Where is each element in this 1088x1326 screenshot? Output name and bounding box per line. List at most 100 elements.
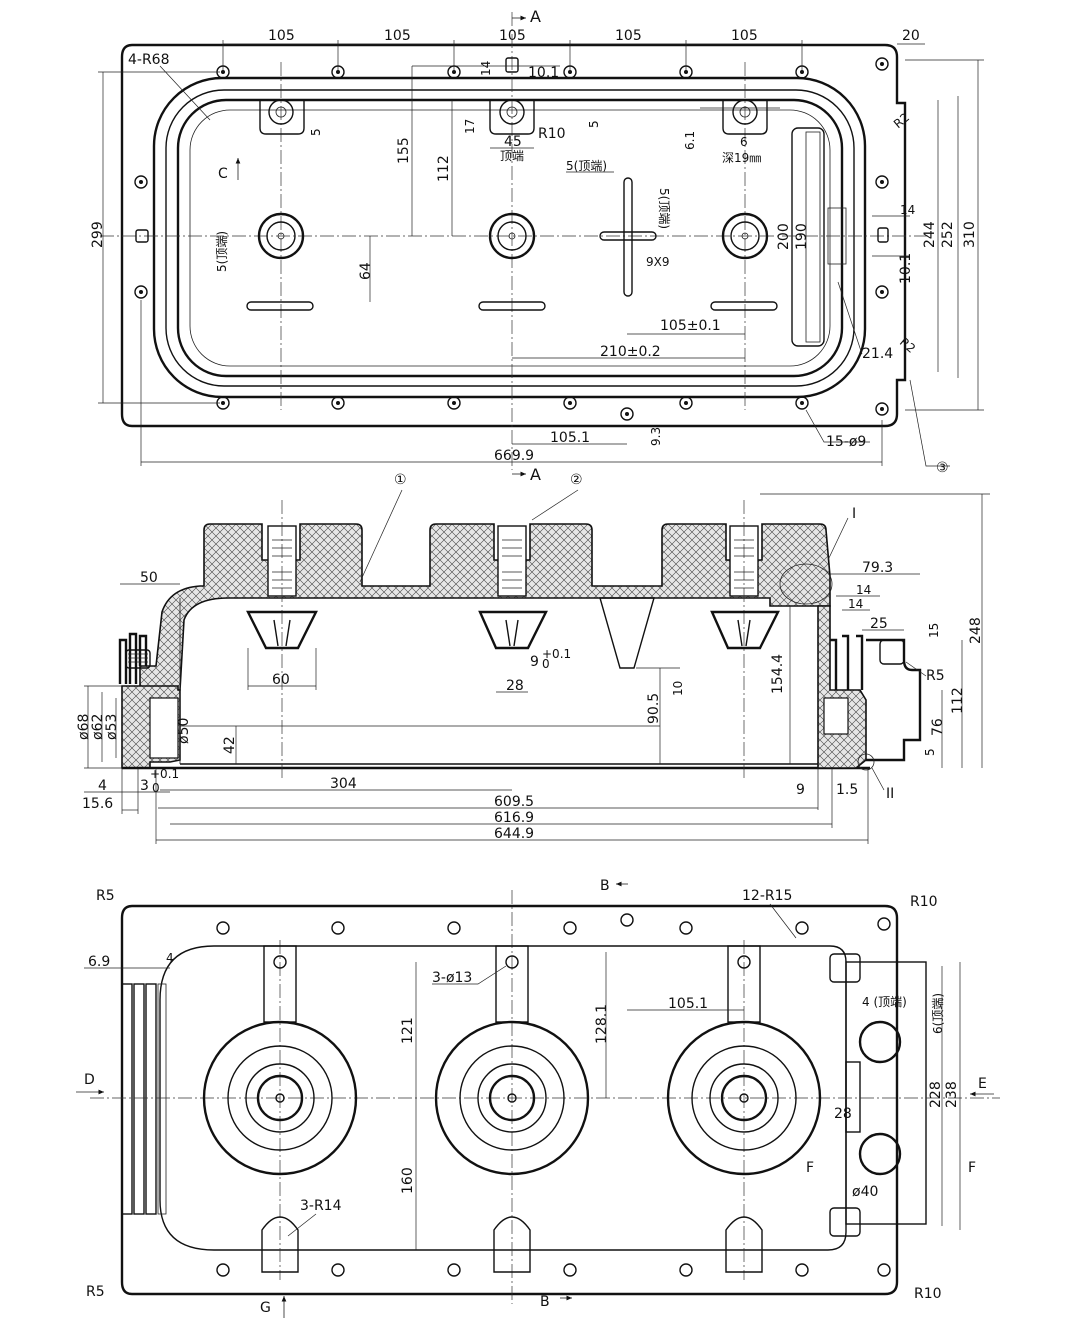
dim-28-bottom: 28 [834,1106,852,1122]
dim-6: 6 [740,135,748,149]
label-5-top-2: 5(顶端) [657,188,671,229]
left-tube-bore [149,697,179,759]
dim-10-1-top: 10.1 [528,65,559,81]
bottom-lugs [261,1216,763,1273]
terminal-inserts [267,500,759,780]
label-i: I [852,506,856,522]
dim-5-left: 5 [309,128,323,136]
dim-105-1-bottom: 105.1 [668,996,708,1012]
circled-2: ② [570,472,583,488]
dim-616-9: 616.9 [494,810,534,826]
right-fin-stack [829,953,927,1237]
dim-609-5: 609.5 [494,794,534,810]
slots [246,301,778,311]
label-c: C [218,166,228,182]
label-5-top-3: 5(顶端) [215,231,229,272]
dim-3-side: 3 [140,778,149,794]
dim-105-01: 105±0.1 [660,318,721,334]
section-label-a-bottom: A [530,465,541,484]
dim-9-bottom: 9 [796,782,805,798]
right-rib [791,127,825,347]
housing-mid-ring [165,89,855,387]
housing-bottom-outline [159,945,847,1251]
dim-r5-side: R5 [926,668,945,684]
label-5-top-1: 5(顶端) [566,159,607,173]
dim-20: 20 [902,28,920,44]
bottom-plate-outline [120,904,899,1296]
view-label-d: D [84,1072,95,1088]
dim-9-tol-upper: +0.1 [542,647,571,661]
dim-76: 76 [930,718,946,736]
dim-d50: ø50 [176,718,192,744]
terminal-bosses [259,99,768,135]
round-bosses [257,212,769,260]
dim-200: 200 [776,223,792,250]
dim-50: 50 [140,570,158,586]
dim-121: 121 [400,1017,416,1044]
dim-105-1: 105 [268,28,295,44]
label-depth-19: 深19㎜ [722,151,761,165]
cross-rib [599,177,657,297]
view-label-f-right: F [968,1160,976,1176]
dim-228: 228 [928,1081,944,1108]
terminal-lugs [263,945,761,1023]
dim-6-1: 6.1 [683,131,697,150]
right-fins [830,634,864,690]
insulator-discs [202,1020,822,1176]
dim-3-d13: 3-ø13 [432,970,472,986]
label-ii: II [886,786,894,802]
dim-105-1-top: 105.1 [550,430,590,446]
dim-79-3: 79.3 [862,560,893,576]
dim-14-right: 14 [900,203,915,217]
dim-60: 60 [272,672,290,688]
dim-64: 64 [358,262,374,280]
side-view: ① ② I II 248 112 76 5 15 R5 79.3 14 14 2… [76,472,990,844]
dim-9-3: 9.3 [649,427,663,446]
housing-outer-ring [152,76,867,399]
dim-248: 248 [968,617,984,644]
dim-15-6: 15.6 [82,796,113,812]
dim-14-side-a: 14 [856,583,871,597]
dim-6-9: 6.9 [88,954,110,970]
dim-10-1-right: 10.1 [898,253,914,284]
dim-4-bottom: 4 [166,951,174,965]
dim-299: 299 [90,221,106,248]
dim-9x9: 9X9 [646,255,670,269]
top-view: A A 105 105 105 105 105 20 4-R68 14 10.1… [90,7,984,484]
top-plate-outline [120,43,907,428]
dim-190: 190 [794,223,810,250]
dim-105-2: 105 [384,28,411,44]
view-label-f-left: F [806,1160,814,1176]
dim-644-9: 644.9 [494,826,534,842]
dim-105-4: 105 [615,28,642,44]
dim-3-r14: 3-R14 [300,1198,342,1214]
view-label-g: G [260,1300,271,1316]
dim-17: 17 [463,119,477,134]
dim-4-top-bottom: 4 (顶端) [862,995,907,1009]
dim-12-r15: 12-R15 [742,888,792,904]
side-body-section [139,523,831,691]
dim-105-5: 105 [731,28,758,44]
right-step-section [817,605,867,769]
circled-1: ① [394,472,407,488]
dim-r10-bottom: R10 [914,1286,942,1302]
dim-r5-bottom-top: R5 [96,888,115,904]
dim-160: 160 [400,1167,416,1194]
dim-155: 155 [396,137,412,164]
dim-r10-top: R10 [910,894,938,910]
section-label-a-top: A [530,7,541,26]
dim-9-side: 9 [530,654,539,670]
section-label-b-top: B [600,878,610,894]
housing-cavity [189,109,831,367]
dim-304: 304 [330,776,357,792]
dim-45: 45 [504,134,522,150]
dim-252: 252 [940,221,956,248]
dim-r2-lower: R2 [897,335,918,356]
dim-10-side: 10 [671,681,685,696]
dim-210-02: 210±0.2 [600,344,661,360]
dim-14-side-b: 14 [848,597,863,611]
dim-5-side: 5 [923,748,937,756]
dim-90-5: 90.5 [646,693,662,724]
dim-1-5: 1.5 [836,782,858,798]
section-label-b-bottom: B [540,1294,550,1310]
